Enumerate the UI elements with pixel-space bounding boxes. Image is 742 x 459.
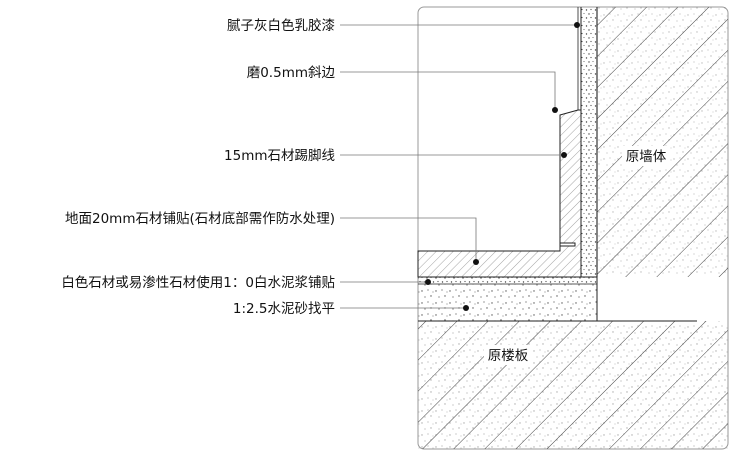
putty-layer bbox=[577, 7, 597, 277]
label-cement-paste: 白色石材或易渗性石材使用1：0白水泥浆铺贴 bbox=[61, 274, 335, 291]
label-bevel: 磨0.5mm斜边 bbox=[247, 65, 336, 81]
label-putty-paint: 腻子灰白色乳胶漆 bbox=[227, 17, 335, 34]
label-stone-skirting: 15mm石材踢脚线 bbox=[224, 148, 335, 164]
leader-dots bbox=[425, 22, 580, 311]
leader-lines bbox=[340, 24, 577, 309]
label-floor-stone: 地面20mm石材铺贴(石材底部需作防水处理) bbox=[65, 211, 335, 227]
cement-paste-layer bbox=[418, 276, 597, 285]
original-slab bbox=[418, 320, 728, 449]
original-wall bbox=[596, 7, 728, 277]
label-screed: 1:2.5水泥砂找平 bbox=[233, 301, 335, 317]
label-original-wall: 原墙体 bbox=[626, 149, 667, 165]
label-original-slab: 原楼板 bbox=[488, 348, 529, 364]
stone-skirting-and-floor bbox=[417, 109, 582, 278]
